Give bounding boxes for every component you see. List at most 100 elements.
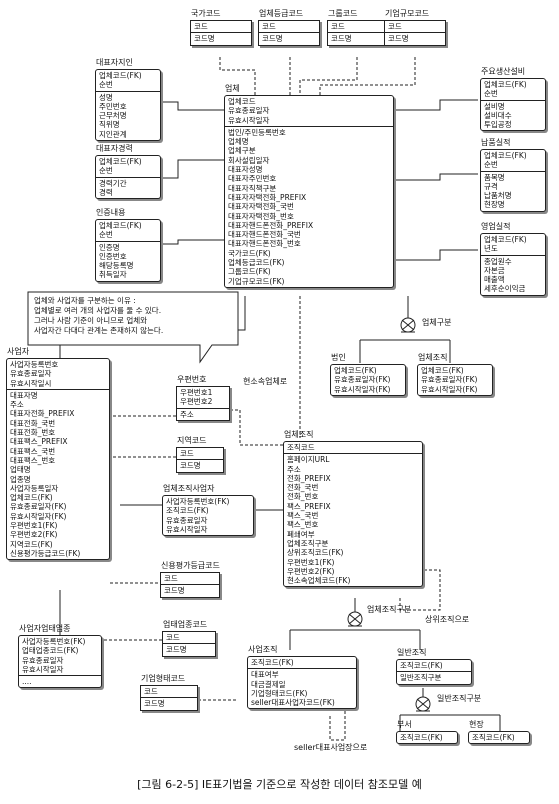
attribute-row: 우편번호2(FK) [287,566,335,576]
attribute-row: 사업자등록일자 [10,483,59,493]
attribute-row: 코드명 [388,34,409,44]
pk-section: 업체코드(FK)순번 [481,150,545,171]
label-현소속업체로: 현소속업체로 [243,377,288,386]
attribute-row: 업체코드(FK) [484,80,527,89]
entity-title: 법인 [331,353,346,362]
attribute-row: 코드명 [180,461,201,471]
attribute-row: 업체코드 [228,97,256,106]
attribute-row: 자본금 [484,265,505,275]
attribute-row: 업체코드(FK) [10,493,53,503]
entity-title: 업태업종코드 [163,620,208,629]
attribute-row: 홈페이지URL [287,455,330,465]
attribute-row: 유효시작일자(FK) [421,384,478,394]
attribute-row: 신용평가등급코드(FK) [10,548,81,558]
attribute-row: 주소 [180,409,194,419]
attribute-row: 코드명 [164,586,185,596]
attribute-row: 코드 [180,449,194,458]
pk-section: 업체코드(FK)유효종료일자(FK)유효시작일자(FK) [331,365,405,395]
entity-title: 업체등급코드 [259,9,304,18]
attribute-row: 업체코드(FK) [484,151,527,160]
attribute-row: 코드명 [194,34,215,44]
attribute-row: 업체구분 [228,146,256,156]
attribute-row: 일반조직구분 [400,673,442,683]
entity-title: 사업조직 [248,645,278,654]
attribute-row: 유효종료일자(FK) [421,375,478,385]
attribute-row: 팩스_국번 [287,511,319,521]
attribute-row: 대표자주민번호 [228,174,277,184]
attribute-row: 대표팩스_국번 [10,446,56,456]
pk-section: 코드 [177,448,223,459]
attribute-row: 현소속업체코드(FK) [287,576,351,586]
attribute-row: 주민번호 [99,101,127,111]
pk-section: 코드 [141,686,197,697]
attribute-row: 대표자성명 [228,165,263,175]
attribute-row: 조직코드(FK) [400,733,443,742]
attribute-row: 회사설립일자 [228,155,270,165]
attribute-row: 유효시작일자(FK) [334,384,391,394]
note-callout-shape [27,291,239,364]
attribute-row: 순번 [99,166,113,176]
entity-title: 대표자지인 [96,58,133,67]
attribute-row: 순번 [99,230,113,240]
entity-title: 신용평가등급코드 [161,561,220,570]
attribute-row: 경력기간 [99,178,127,188]
attribute-row: 투입공정 [484,120,512,130]
attribute-row: 우편번호1(FK) [10,521,58,531]
attribute-row: 조직코드(FK) [251,658,294,667]
attribute-row: 순번 [484,160,498,170]
attribute-row: 업체코드(FK) [484,235,527,244]
attribute-row: 인증번호 [99,251,127,261]
entity-title: 기업형태코드 [141,674,186,683]
entity-title: 부서 [397,720,412,729]
attribute-row: 코드 [331,22,345,31]
attribute-row: 기업규모코드(FK) [228,276,285,286]
attribute-row: 업태업종코드(FK) [22,646,79,656]
entity-title: 업체조직 [418,353,448,362]
entity-title: 사업자업태업종 [19,624,71,633]
label-상위조직으로: 상위조직으로 [425,615,470,624]
entity-title: 업체조직사업자 [163,484,215,493]
entity-현장: 현장 조직코드(FK) [468,720,530,745]
figure-caption: [그림 6-2-5] IE표기법을 기준으로 작성한 데이터 참조모델 예 [137,778,422,791]
attribute-row: 대표자전화_PREFIX [10,409,75,419]
attribute-row: 대표자핸드폰전화_PREFIX [228,220,314,230]
attribute-row: 유효시작일자 [166,524,208,534]
label-일반조직구분: 일반조직구분 [437,694,482,703]
note-text: 업체와 사업자를 구분하는 이유 : 업체별로 여러 개의 사업자를 둘 수 있… [34,296,164,335]
attribute-row: 유효시작일자 [22,664,64,674]
attribute-row: 대표자직책구분 [228,183,277,193]
attribute-row: 업체코드(FK) [421,366,464,375]
attribute-row: 납품처명 [484,191,512,201]
entity-title: 사업자 [7,347,30,356]
attribute-row: 업체코드(FK) [334,366,377,375]
attribute-row: 전화_번호 [287,492,319,502]
pk-section: 업체코드(FK)순번 [481,79,545,100]
attribute-row: 우편번호2(FK) [10,530,58,540]
attribute-row: 유효시작일자 [228,115,270,125]
pk-section: 코드 [161,573,219,584]
attribute-row: 업종명 [10,474,31,484]
attribute-row: 우편번호2 [180,397,213,407]
attribute-row: 유효종료일자 [166,515,208,525]
pk-section: 업체코드(FK)순번 [96,220,160,241]
attribute-row: 상위조직코드(FK) [287,548,344,558]
attribute-row: 유효종료일자 [22,655,64,665]
attribute-row: 조직코드(FK) [400,661,443,670]
entity-부서: 부서 조직코드(FK) [396,720,458,745]
attribute-row: 현장명 [484,200,505,210]
entity-일반조직: 일반조직 조직코드(FK)일반조직구분 [396,648,472,685]
attribute-row: 그룹코드(FK) [228,267,271,277]
